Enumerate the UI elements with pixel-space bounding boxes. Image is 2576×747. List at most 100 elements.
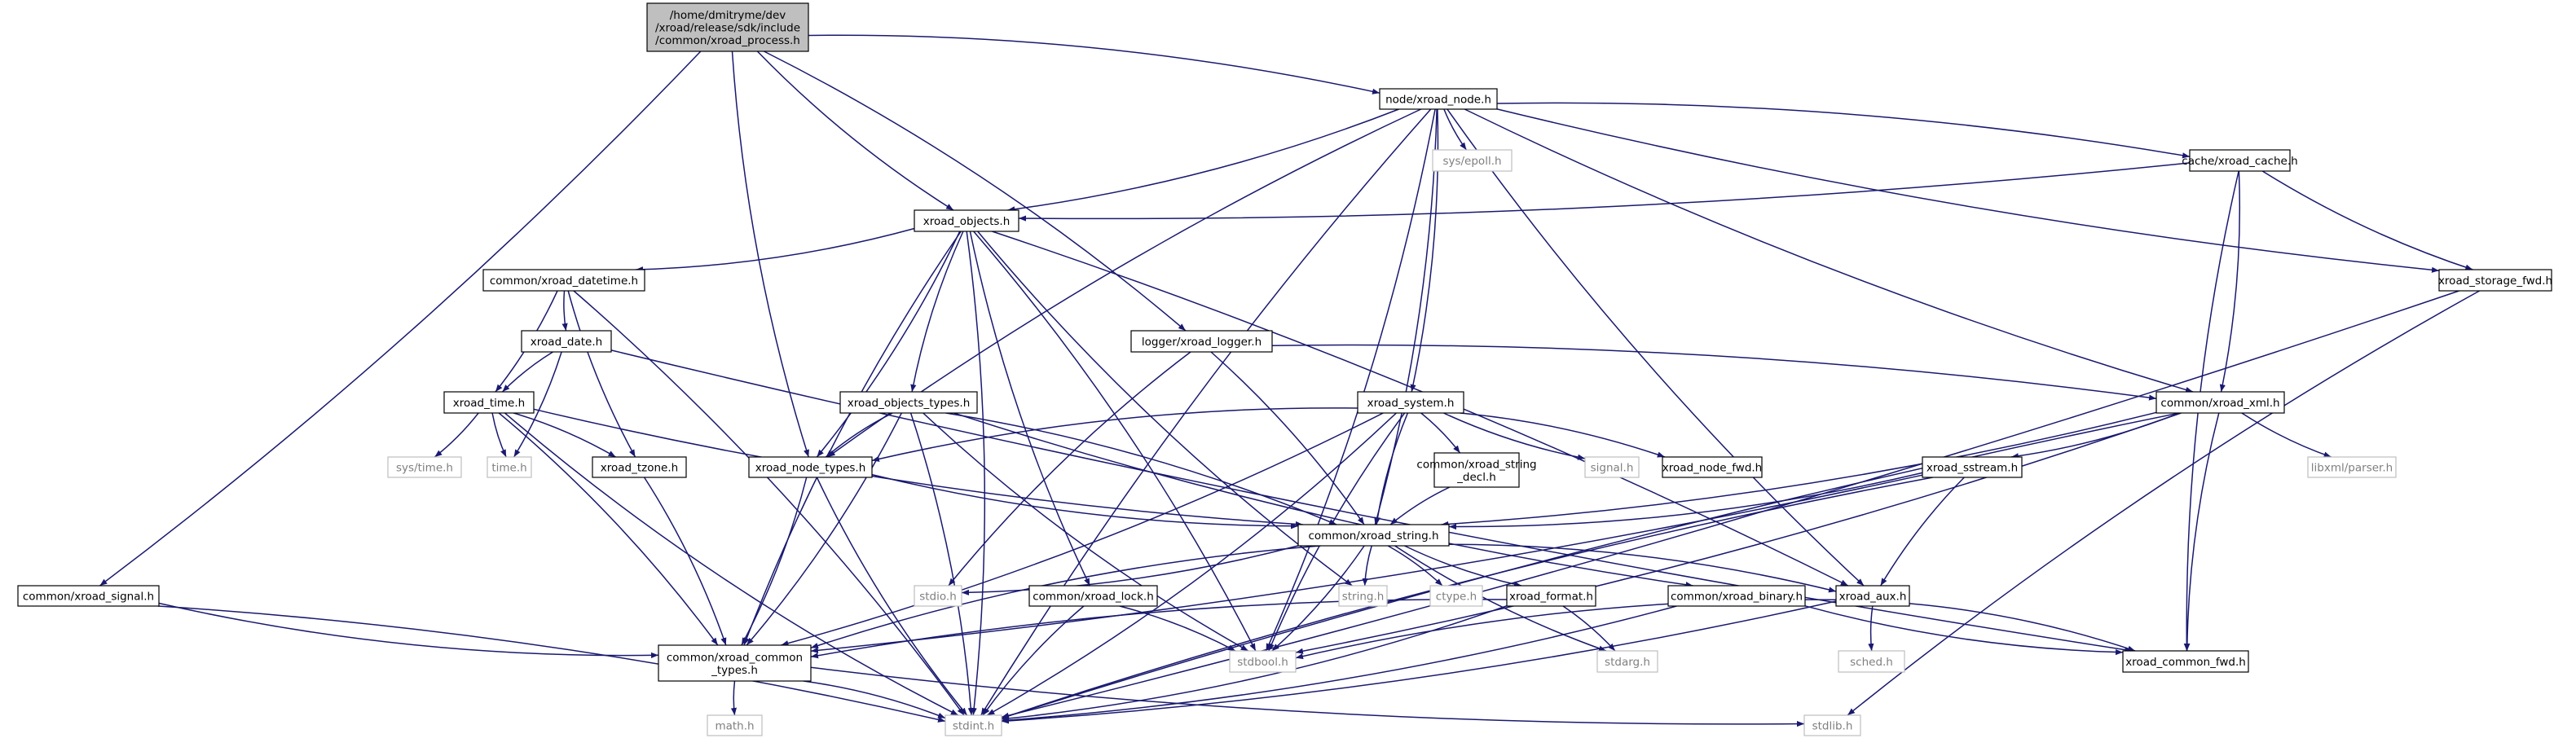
- node-stdarg-label-0: stdarg.h: [1605, 656, 1650, 669]
- node-common_types[interactable]: common/xroad_common_types.h: [658, 644, 812, 682]
- node-datetime[interactable]: common/xroad_datetime.h: [482, 269, 645, 292]
- node-time-box: [443, 391, 535, 414]
- node-stdio: stdio.h: [914, 585, 962, 607]
- edge-system-to-string: [1374, 412, 1409, 525]
- edge-date-to-timeh: [513, 351, 562, 458]
- edge-storage_fwd-to-stdint: [1001, 290, 2459, 718]
- node-time[interactable]: xroad_time.h: [443, 391, 535, 414]
- edge-binary-to-common_fwd: [1804, 605, 2124, 656]
- edge-objects-to-common_types: [743, 231, 962, 646]
- edge-string-to-stdarg: [1394, 545, 1607, 652]
- edge-time-to-timeh: [491, 412, 507, 458]
- node-math-box: [707, 714, 763, 736]
- node-datetime-box: [482, 269, 645, 292]
- edge-cache-to-xml: [2219, 170, 2241, 393]
- node-storage_fwd[interactable]: xroad_storage_fwd.h: [2438, 269, 2552, 292]
- node-timeh-box: [487, 456, 532, 478]
- node-objects_types-box: [839, 391, 978, 414]
- node-systime-box: [387, 456, 462, 478]
- edge-string-to-common_types: [810, 545, 1321, 649]
- node-systime-label-0: sys/time.h: [396, 462, 453, 475]
- node-stdint-box: [945, 714, 1002, 736]
- node-storage_fwd-label-0: xroad_storage_fwd.h: [2438, 275, 2552, 288]
- node-timeh-label-0: time.h: [491, 462, 526, 475]
- edge-node-to-stdbool: [1265, 108, 1436, 652]
- node-cache[interactable]: cache/xroad_cache.h: [2182, 149, 2298, 172]
- edge-cache-to-objects: [1018, 162, 2191, 222]
- node-binary-box: [1667, 585, 1806, 607]
- node-common_fwd[interactable]: xroad_common_fwd.h: [2122, 650, 2249, 673]
- node-lock-box: [1028, 585, 1158, 607]
- edge-objects_types-to-node_types: [825, 412, 893, 458]
- edge-objects_types-to-common_types: [746, 412, 902, 646]
- node-binary[interactable]: common/xroad_binary.h: [1667, 585, 1806, 607]
- edge-objects_types-to-string: [945, 412, 1337, 525]
- edge-root-to-signalh: [99, 51, 702, 587]
- edge-objects_types-to-stdbool: [923, 412, 1249, 652]
- node-aux-label-0: xroad_aux.h: [1839, 591, 1907, 604]
- edge-sstream-to-aux: [1880, 477, 1965, 587]
- node-cache-label-0: cache/xroad_cache.h: [2182, 155, 2297, 168]
- node-format[interactable]: xroad_format.h: [1506, 585, 1596, 607]
- node-ctype: ctype.h: [1429, 585, 1483, 607]
- edge-node-to-storage_fwd: [1496, 108, 2440, 273]
- node-stdint: stdint.h: [945, 714, 1002, 736]
- node-aux[interactable]: xroad_aux.h: [1835, 585, 1910, 607]
- node-node[interactable]: node/xroad_node.h: [1379, 88, 1498, 110]
- node-lock[interactable]: common/xroad_lock.h: [1028, 585, 1158, 607]
- node-node_fwd-label-0: xroad_node_fwd.h: [1662, 462, 1763, 475]
- node-node_fwd[interactable]: xroad_node_fwd.h: [1662, 456, 1763, 478]
- node-string-box: [1297, 524, 1450, 547]
- node-lock-label-0: common/xroad_lock.h: [1033, 591, 1154, 604]
- edge-common_types-to-stdint: [803, 680, 946, 719]
- edge-time-to-systime: [434, 412, 479, 458]
- edge-system-to-signal: [1443, 412, 1586, 460]
- node-common_types-label-0: common/xroad_common: [667, 651, 803, 664]
- node-objects[interactable]: xroad_objects.h: [914, 209, 1019, 232]
- node-common_types-label-1: _types.h: [711, 664, 758, 677]
- edge-sstream-to-string: [1448, 472, 1923, 530]
- edge-xml-to-stdbool: [1295, 412, 2182, 654]
- node-string_decl[interactable]: common/xroad_string_decl.h: [1416, 452, 1537, 488]
- edge-datetime-to-date: [561, 290, 568, 332]
- node-sched-label-0: sched.h: [1850, 656, 1893, 669]
- node-xml[interactable]: common/xroad_xml.h: [2155, 391, 2285, 414]
- edge-tzone-to-common_types: [643, 477, 727, 646]
- edge-storage_fwd-to-stdlib: [1847, 290, 2480, 716]
- node-signalh[interactable]: common/xroad_signal.h: [17, 585, 160, 607]
- node-sstream[interactable]: xroad_sstream.h: [1922, 456, 2023, 478]
- edge-time-to-stdint: [504, 412, 959, 716]
- node-node_types[interactable]: xroad_node_types.h: [748, 456, 873, 478]
- node-system[interactable]: xroad_system.h: [1357, 391, 1464, 414]
- node-logger[interactable]: logger/xroad_logger.h: [1130, 330, 1273, 353]
- edge-logger-to-xml: [1271, 344, 2157, 401]
- node-node_types-label-0: xroad_node_types.h: [755, 462, 866, 475]
- node-root[interactable]: /home/dmitryme/dev/xroad/release/sdk/inc…: [646, 2, 809, 52]
- edge-sstream-to-stdint: [1001, 477, 1933, 719]
- node-logger-label-0: logger/xroad_logger.h: [1142, 336, 1262, 349]
- edge-logger-to-stdio: [948, 351, 1191, 587]
- node-string-label-0: common/xroad_string.h: [1308, 529, 1438, 543]
- edge-system-to-stdint: [987, 412, 1397, 716]
- edge-xml-to-sstream: [2010, 412, 2180, 459]
- node-date[interactable]: xroad_date.h: [521, 330, 612, 353]
- node-ctype-label-0: ctype.h: [1436, 591, 1477, 604]
- node-signalh-label-0: common/xroad_signal.h: [23, 591, 154, 604]
- edge-lock-to-stdbool: [1119, 605, 1236, 652]
- node-node-label-0: node/xroad_node.h: [1385, 94, 1491, 107]
- node-timeh: time.h: [487, 456, 532, 478]
- node-root-label-2: /common/xroad_process.h: [655, 34, 800, 47]
- node-tzone[interactable]: xroad_tzone.h: [592, 456, 687, 478]
- node-stringh-label-0: string.h: [1342, 591, 1385, 604]
- node-stringh-box: [1338, 585, 1388, 607]
- node-xml-label-0: common/xroad_xml.h: [2160, 397, 2279, 410]
- edge-system-to-string_decl: [1420, 412, 1461, 454]
- edge-signalh-to-common_types: [158, 602, 659, 659]
- node-stdio-label-0: stdio.h: [919, 591, 957, 604]
- node-string_decl-label-1: _decl.h: [1456, 471, 1496, 484]
- node-root-box: [646, 2, 809, 52]
- node-signal-box: [1584, 456, 1640, 478]
- node-string[interactable]: common/xroad_string.h: [1297, 524, 1450, 547]
- node-system-box: [1357, 391, 1464, 414]
- node-objects_types[interactable]: xroad_objects_types.h: [839, 391, 978, 414]
